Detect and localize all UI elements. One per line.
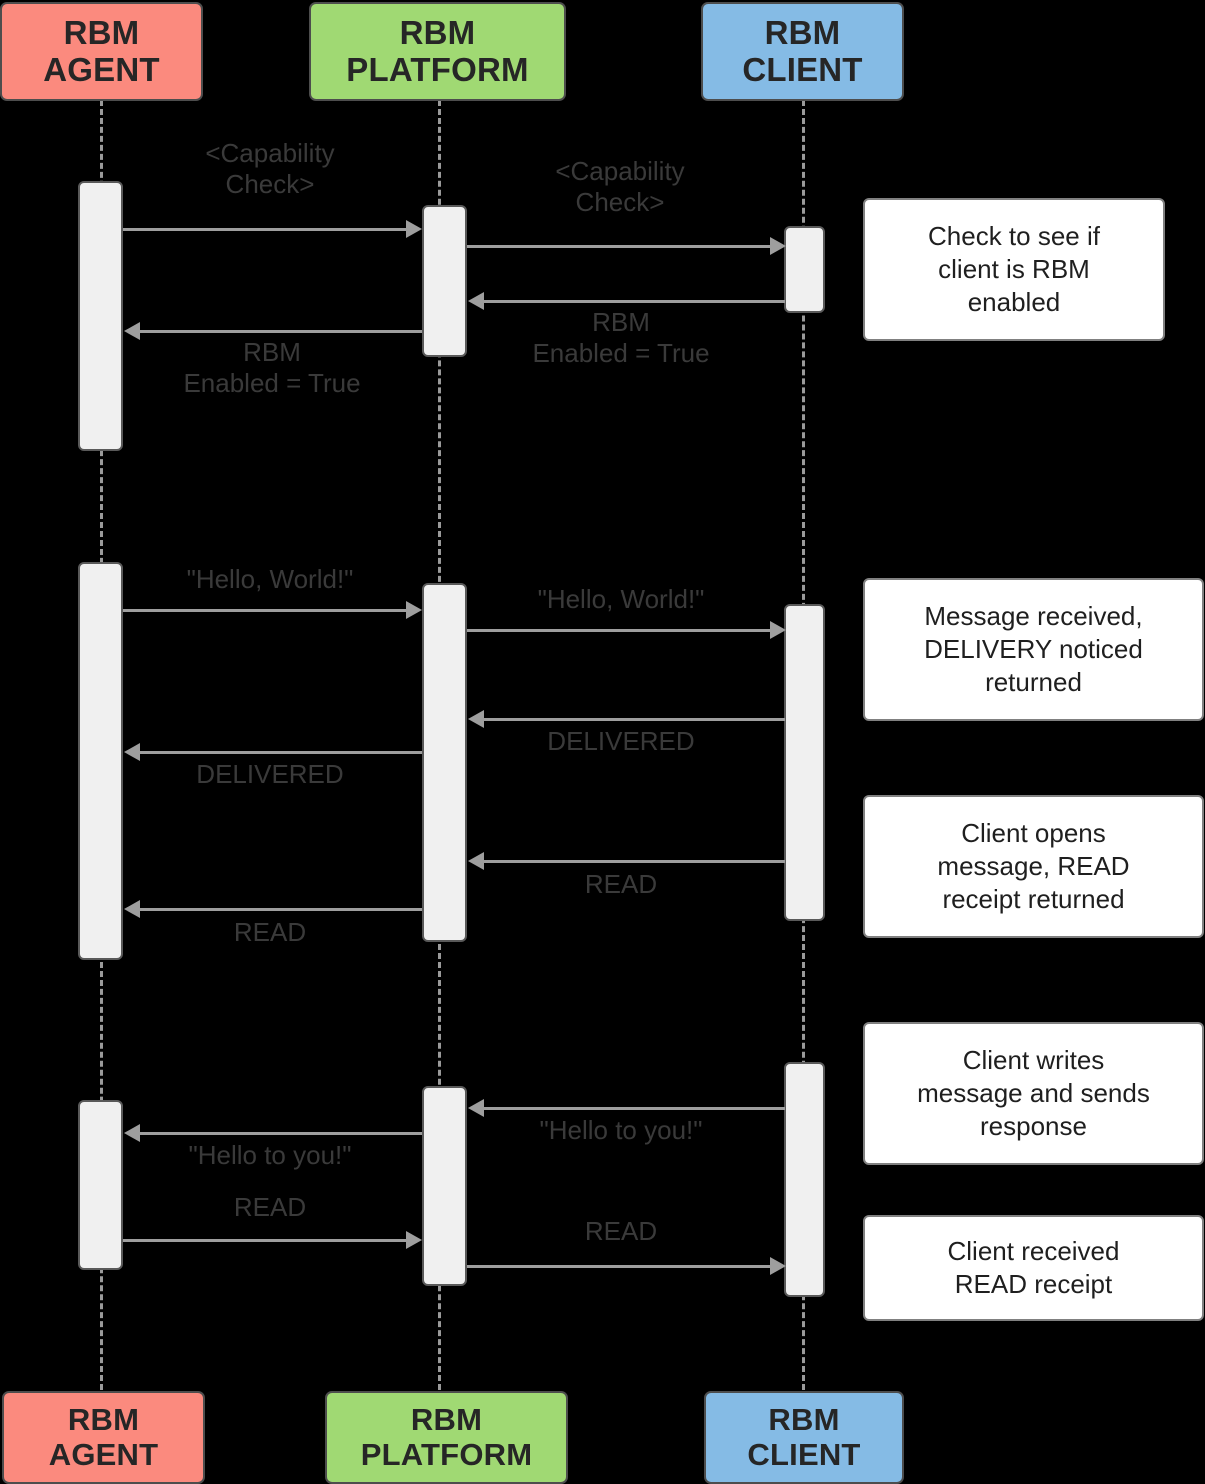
message-arrowhead-m3 (468, 292, 484, 310)
activation-client-2 (784, 604, 825, 921)
message-line-m7 (478, 718, 785, 721)
message-line-m3 (478, 300, 785, 303)
message-line-m4 (134, 330, 422, 333)
message-label-m4: RBM Enabled = True (183, 337, 361, 399)
message-label-m10: READ (233, 917, 307, 947)
message-line-m8 (134, 751, 422, 754)
activation-client-3 (784, 1062, 825, 1297)
participant-footer-client-line1: RBM (768, 1401, 840, 1437)
participant-header-platform[interactable]: RBM PLATFORM (309, 2, 566, 101)
note-client-opens-message: Client opens message, READ receipt retur… (863, 795, 1204, 938)
message-label-m9: READ (584, 869, 658, 899)
note-message-received: Message received, DELIVERY noticed retur… (863, 578, 1204, 721)
participant-footer-platform-line2: PLATFORM (360, 1436, 533, 1472)
message-line-m10 (134, 908, 422, 911)
message-label-m8: DELIVERED (196, 759, 344, 789)
message-line-m13 (123, 1239, 413, 1242)
activation-platform-1 (422, 205, 467, 357)
activation-platform-3 (422, 1086, 467, 1286)
activation-platform-2 (422, 583, 467, 942)
activation-agent-1 (78, 181, 123, 451)
participant-footer-agent[interactable]: RBM AGENT (2, 1391, 205, 1484)
message-arrowhead-m11 (468, 1099, 484, 1117)
participant-header-platform-line2: PLATFORM (346, 50, 529, 88)
message-arrowhead-m14 (770, 1257, 786, 1275)
message-label-m12: "Hello to you!" (188, 1140, 352, 1170)
note-client-received-read: Client received READ receipt (863, 1215, 1204, 1321)
message-arrowhead-m7 (468, 710, 484, 728)
message-line-m12 (134, 1132, 422, 1135)
activation-agent-3 (78, 1100, 123, 1270)
message-arrowhead-m13 (406, 1231, 422, 1249)
message-label-m11: "Hello to you!" (539, 1115, 703, 1145)
participant-header-client-line1: RBM (764, 13, 841, 51)
participant-footer-client-line2: CLIENT (747, 1436, 861, 1472)
message-label-m2: <Capability Check> (555, 156, 685, 218)
message-label-m1: <Capability Check> (205, 138, 335, 200)
participant-footer-agent-line1: RBM (67, 1401, 140, 1437)
message-arrowhead-m8 (124, 743, 140, 761)
message-arrowhead-m9 (468, 852, 484, 870)
participant-header-client-line2: CLIENT (742, 50, 863, 88)
message-line-m2 (467, 245, 777, 248)
participant-header-agent-line2: AGENT (43, 50, 160, 88)
message-arrowhead-m6 (770, 621, 786, 639)
activation-agent-2 (78, 562, 123, 960)
message-arrowhead-m10 (124, 900, 140, 918)
note-capability-check: Check to see if client is RBM enabled (863, 198, 1165, 341)
participant-header-agent[interactable]: RBM AGENT (0, 2, 203, 101)
message-arrowhead-m12 (124, 1124, 140, 1142)
message-label-m3: RBM Enabled = True (532, 307, 710, 369)
message-line-m1 (123, 228, 413, 231)
participant-header-client[interactable]: RBM CLIENT (701, 2, 904, 101)
message-label-m14: READ (584, 1216, 658, 1246)
message-arrowhead-m1 (406, 220, 422, 238)
message-label-m5: "Hello, World!" (186, 564, 354, 594)
message-arrowhead-m4 (124, 322, 140, 340)
message-label-m13: READ (233, 1192, 307, 1222)
message-arrowhead-m5 (406, 601, 422, 619)
note-client-writes-message: Client writes message and sends response (863, 1022, 1204, 1165)
activation-client-1 (784, 226, 825, 313)
participant-footer-platform-line1: RBM (410, 1401, 483, 1437)
message-line-m14 (467, 1265, 777, 1268)
participant-footer-client[interactable]: RBM CLIENT (704, 1391, 904, 1484)
message-line-m5 (123, 609, 413, 612)
message-label-m7: DELIVERED (547, 726, 695, 756)
participant-footer-platform[interactable]: RBM PLATFORM (325, 1391, 568, 1484)
message-line-m6 (467, 629, 777, 632)
participant-footer-agent-line2: AGENT (48, 1436, 159, 1472)
message-line-m11 (478, 1107, 785, 1110)
message-label-m6: "Hello, World!" (537, 584, 705, 614)
message-line-m9 (478, 860, 785, 863)
message-arrowhead-m2 (770, 237, 786, 255)
participant-header-agent-line1: RBM (63, 13, 140, 51)
participant-header-platform-line1: RBM (399, 13, 476, 51)
